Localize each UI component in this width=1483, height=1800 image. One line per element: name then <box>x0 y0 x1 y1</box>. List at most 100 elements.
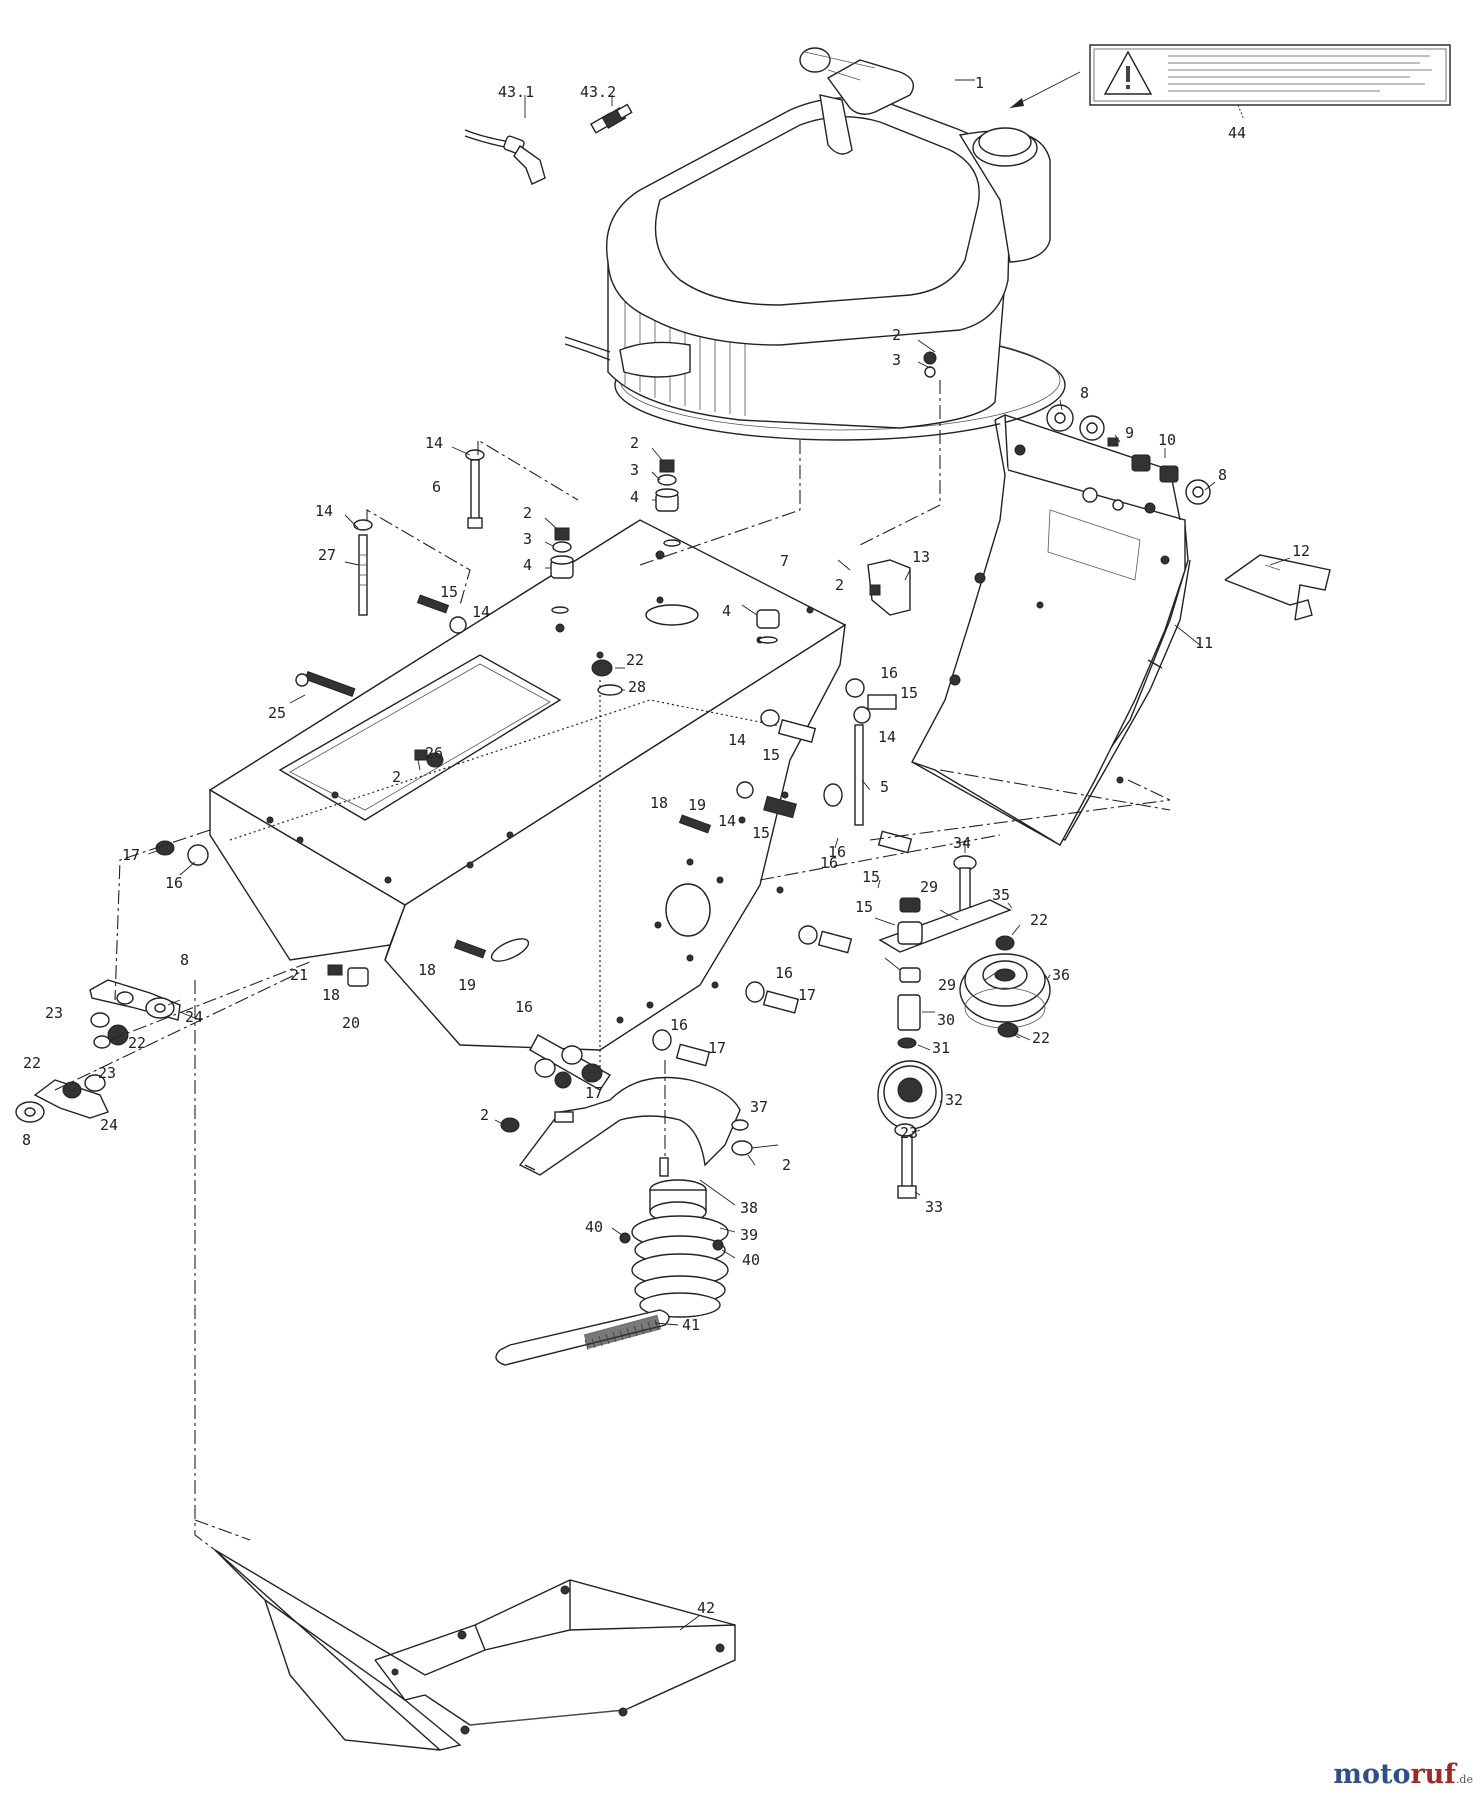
part-label: 42 <box>697 1599 715 1617</box>
part-label: 11 <box>1195 634 1213 652</box>
part-label: 23 <box>900 1124 918 1142</box>
part-label: 9 <box>1125 424 1134 442</box>
part-label: 18 <box>322 986 340 1004</box>
part-label: 29 <box>938 976 956 994</box>
left-brackets <box>15 979 181 1123</box>
part-label: 14 <box>315 502 333 520</box>
part-label: 23 <box>98 1064 116 1082</box>
part-label: 36 <box>1052 966 1070 984</box>
part-label: 37 <box>750 1098 768 1116</box>
part-label: 18 <box>418 961 436 979</box>
part-label: 10 <box>1158 431 1176 449</box>
part-label: 40 <box>585 1218 603 1236</box>
part-label: 4 <box>722 602 731 620</box>
part-label: 41 <box>682 1316 700 1334</box>
part-label: 16 <box>820 854 838 872</box>
part-label: 14 <box>472 603 490 621</box>
part-label: 24 <box>185 1008 203 1026</box>
idler-assembly <box>877 855 1012 1199</box>
part-label: 16 <box>880 664 898 682</box>
part-label: 15 <box>855 898 873 916</box>
part-label: 16 <box>165 874 183 892</box>
part-label: 32 <box>945 1091 963 1109</box>
part-label: 43.2 <box>580 83 616 101</box>
part-label: 2 <box>630 434 639 452</box>
leader-lines <box>147 339 1291 1631</box>
guard-fasteners <box>1046 404 1211 505</box>
part-label: 17 <box>708 1039 726 1057</box>
part-label: 16 <box>775 964 793 982</box>
part-label: 20 <box>342 1014 360 1032</box>
part-label: 8 <box>22 1131 31 1149</box>
part-label: 35 <box>992 886 1010 904</box>
drive-pulley <box>495 1157 729 1366</box>
part-label: 39 <box>740 1226 758 1244</box>
part-label: 13 <box>912 548 930 566</box>
part-label: 33 <box>925 1198 943 1216</box>
part-label: 2 <box>480 1106 489 1124</box>
part-label: 15 <box>762 746 780 764</box>
part-label: 17 <box>798 986 816 1004</box>
part-label: 2 <box>782 1156 791 1174</box>
belt-cover <box>500 1076 753 1176</box>
part-label: 15 <box>440 583 458 601</box>
part-label: 43.1 <box>498 83 534 101</box>
belt-guard <box>911 413 1191 846</box>
part-label: 44 <box>1228 124 1246 142</box>
brand-part-1: moto <box>1333 1759 1411 1790</box>
part-label: 29 <box>920 878 938 896</box>
handle-clip <box>1224 554 1331 621</box>
part-label: 15 <box>862 868 880 886</box>
brand-part-3: .de <box>1455 1773 1473 1786</box>
part-label: 7 <box>780 552 789 570</box>
part-label: 22 <box>128 1034 146 1052</box>
assembly-lines <box>54 380 1171 1551</box>
part-label: 30 <box>937 1011 955 1029</box>
part-label: 22 <box>1032 1029 1050 1047</box>
part-label: 4 <box>630 488 639 506</box>
part-label: 17 <box>585 1084 603 1102</box>
part-label: 22 <box>626 651 644 669</box>
part-label: 14 <box>718 812 736 830</box>
part-label: 14 <box>878 728 896 746</box>
part-label: 2 <box>835 576 844 594</box>
part-label: 8 <box>1218 466 1227 484</box>
part-label: 3 <box>523 530 532 548</box>
part-label: 16 <box>828 843 846 861</box>
engine <box>564 47 1066 441</box>
part-label: 15 <box>752 824 770 842</box>
main-frame-housing <box>208 519 847 1070</box>
warning-icon <box>1126 66 1130 82</box>
part-label: 1 <box>975 74 984 92</box>
part-label: 31 <box>932 1039 950 1057</box>
part-label: 22 <box>1030 911 1048 929</box>
part-label: 3 <box>892 351 901 369</box>
part-label: 8 <box>180 951 189 969</box>
part-label: 22 <box>23 1054 41 1072</box>
part-label: 16 <box>670 1016 688 1034</box>
warning-decal <box>1089 44 1451 106</box>
part-label: 38 <box>740 1199 758 1217</box>
part-label: 3 <box>630 461 639 479</box>
part-number-labels: 1 44 43.1 43.2 2 3 8 9 10 8 14 6 2 3 4 1… <box>22 74 1310 1617</box>
part-label: 2 <box>892 326 901 344</box>
part-label: 14 <box>728 731 746 749</box>
part-label: 34 <box>953 834 971 852</box>
part-label: 23 <box>45 1004 63 1022</box>
part-label: 16 <box>515 998 533 1016</box>
part-label: 14 <box>425 434 443 452</box>
part-label: 28 <box>628 678 646 696</box>
part-label: 21 <box>290 966 308 984</box>
part-label: 19 <box>458 976 476 994</box>
part-label: 18 <box>650 794 668 812</box>
part-label: 2 <box>392 768 401 786</box>
part-label: 4 <box>523 556 532 574</box>
part-label: 17 <box>122 846 140 864</box>
part-label: 2 <box>523 504 532 522</box>
part-label: 5 <box>880 778 889 796</box>
part-label: 12 <box>1292 542 1310 560</box>
part-label: 25 <box>268 704 286 722</box>
brand-logo: motoruf.de <box>1333 1759 1473 1790</box>
part-label: 27 <box>318 546 336 564</box>
